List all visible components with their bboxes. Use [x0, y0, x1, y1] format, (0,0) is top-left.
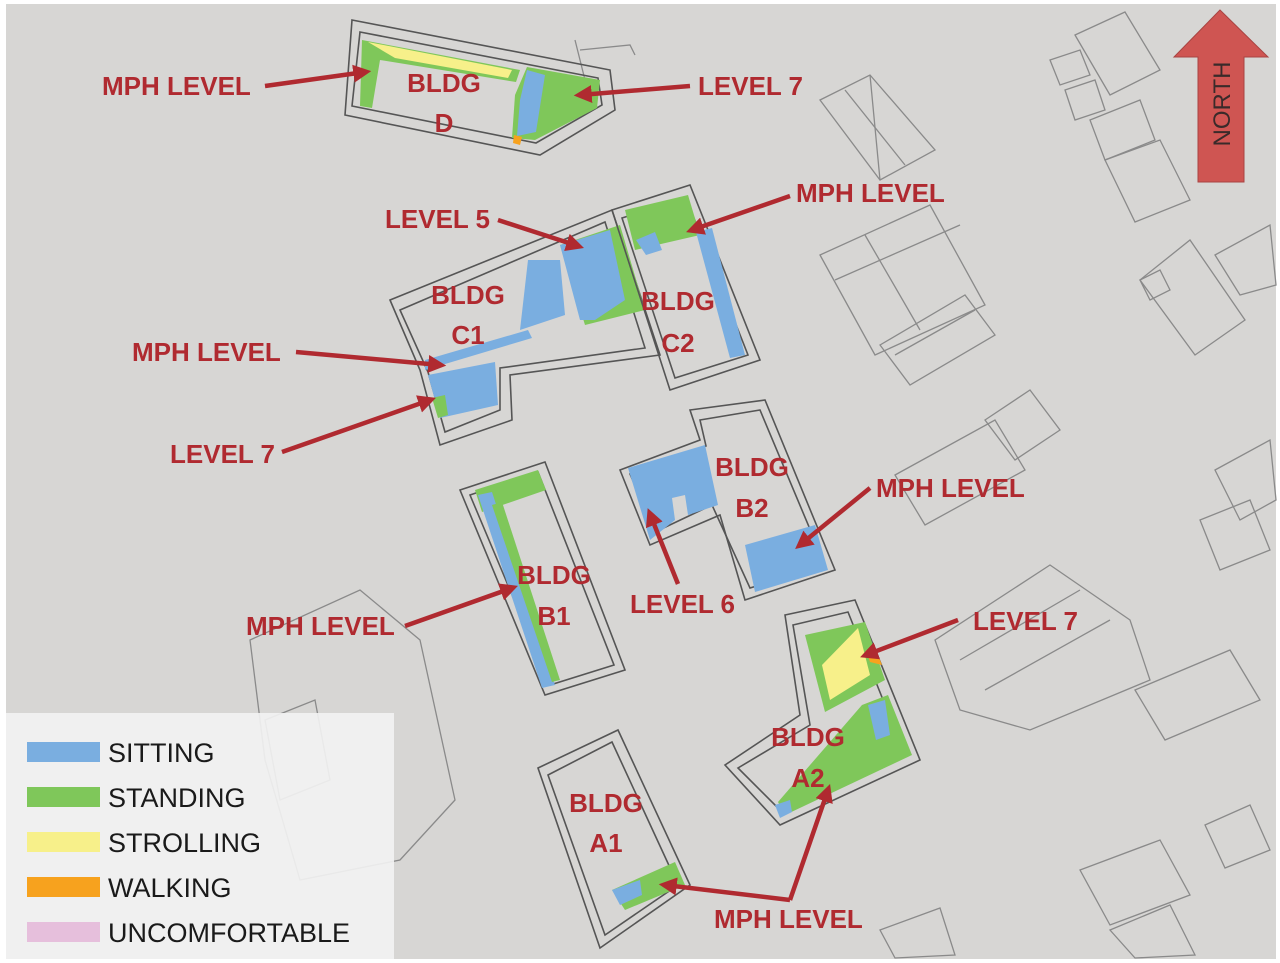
arrow-a2-level7: [860, 617, 959, 660]
legend-label-strolling: STROLLING: [108, 828, 261, 858]
callout-b2-mph: MPH LEVEL: [876, 473, 1025, 503]
callout-c2-mph: MPH LEVEL: [796, 178, 945, 208]
callout-arrows: [264, 64, 959, 903]
callout-c1-mph: MPH LEVEL: [132, 337, 281, 367]
bldg-a2-line1: BLDG: [771, 722, 845, 752]
bldg-b1-line1: BLDG: [517, 560, 591, 590]
callout-labels: MPH LEVEL LEVEL 7 MPH LEVEL LEVEL 5 MPH …: [102, 71, 1078, 934]
bldg-c2-line1: BLDG: [641, 286, 715, 316]
arrow-d-level7: [573, 83, 691, 104]
bldg-b2-line1: BLDG: [715, 452, 789, 482]
legend-label-walking: WALKING: [108, 873, 232, 903]
north-label: NORTH: [1209, 62, 1236, 147]
bldg-b2-line2: B2: [735, 493, 768, 523]
arrow-a-mph-to-a2: [787, 784, 833, 901]
north-arrow-icon: [1172, 9, 1270, 183]
bldg-a1-line2: A1: [589, 828, 622, 858]
arrow-b1-mph: [404, 583, 518, 629]
legend-swatch-strolling: [27, 832, 100, 852]
arrow-c1-mph: [295, 349, 447, 373]
callout-d-mph: MPH LEVEL: [102, 71, 251, 101]
legend-label-uncomfortable: UNCOMFORTABLE: [108, 918, 350, 948]
bldg-c2-line2: C2: [661, 328, 694, 358]
callout-a2-level7: LEVEL 7: [973, 606, 1078, 636]
north-arrow: NORTH: [1172, 9, 1270, 183]
bldg-d-line2: D: [435, 108, 454, 138]
callout-a-mph: MPH LEVEL: [714, 904, 863, 934]
callout-d-level7: LEVEL 7: [698, 71, 803, 101]
legend-swatch-sitting: [27, 742, 100, 762]
bldg-c1-line2: C1: [451, 320, 484, 350]
context-buildings: [249, 11, 1277, 959]
callout-c1-level7: LEVEL 7: [170, 439, 275, 469]
legend: SITTING STANDING STROLLING WALKING UNCOMFORT…: [6, 713, 394, 959]
arrow-b2-mph: [795, 486, 872, 549]
arrow-level6: [645, 508, 681, 585]
building-labels: BLDG D BLDG C1 BLDG C2 BLDG B2 BLDG B1 B…: [407, 68, 845, 858]
legend-swatch-uncomfortable: [27, 922, 100, 942]
bldg-c1-line1: BLDG: [431, 280, 505, 310]
arrow-level5: [497, 217, 584, 251]
arrow-c2-mph: [686, 193, 791, 235]
callout-b1-mph: MPH LEVEL: [246, 611, 395, 641]
legend-swatch-standing: [27, 787, 100, 807]
bldg-a2-line2: A2: [791, 763, 824, 793]
arrow-c1-level7: [281, 395, 436, 455]
bldg-a1-line1: BLDG: [569, 788, 643, 818]
callout-level5: LEVEL 5: [385, 204, 490, 234]
bldg-d-line1: BLDG: [407, 68, 481, 98]
callout-level6: LEVEL 6: [630, 589, 735, 619]
arrow-d-mph: [264, 64, 372, 89]
legend-label-standing: STANDING: [108, 783, 246, 813]
legend-swatch-walking: [27, 877, 100, 897]
arrow-a-mph-to-a1: [658, 877, 791, 903]
legend-label-sitting: SITTING: [108, 738, 215, 768]
bldg-b1-line2: B1: [537, 601, 570, 631]
